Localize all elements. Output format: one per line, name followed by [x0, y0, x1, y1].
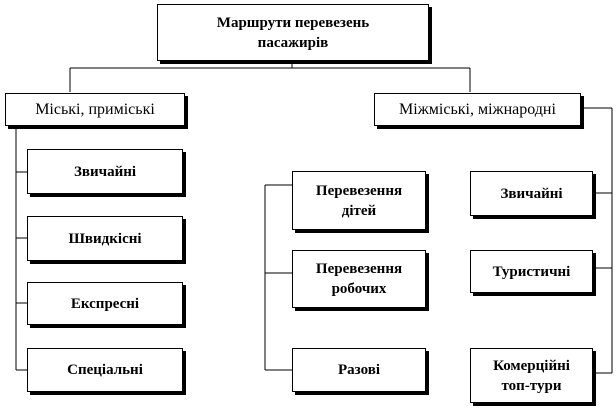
left-item-label: Швидкісні	[68, 230, 142, 247]
middle-item-label: Перевезення робочих	[315, 261, 403, 297]
root-box: Маршрути перевезень пасажирів	[157, 4, 429, 61]
middle-item-box: Перевезення дітей	[292, 171, 426, 230]
right-item-box: Комерційні топ-тури	[470, 348, 593, 403]
middle-item-label: Перевезення дітей	[315, 182, 403, 219]
left-item-box: Експресні	[27, 282, 183, 325]
left-item-label: Звичайні	[73, 163, 137, 180]
left-item-box: Спеціальні	[27, 348, 183, 392]
right-item-label: Комерційні топ-тури	[493, 357, 570, 394]
right-group-box: Міжміські, міжнародні	[374, 93, 581, 126]
left-item-box: Швидкісні	[27, 216, 183, 261]
middle-item-label: Разові	[338, 362, 380, 378]
right-item-label: Звичайні	[500, 185, 563, 202]
right-item-label: Туристичні	[492, 263, 571, 280]
left-item-box: Звичайні	[27, 149, 183, 194]
left-group-box: Міські, приміські	[5, 93, 185, 126]
middle-item-box: Перевезення робочих	[292, 250, 426, 308]
left-group-label: Міські, приміські	[35, 100, 155, 118]
right-item-box: Звичайні	[470, 171, 593, 216]
middle-item-box: Разові	[292, 348, 426, 392]
root-label: Маршрути перевезень пасажирів	[216, 14, 370, 51]
left-item-label: Експресні	[70, 295, 140, 312]
right-group-label: Міжміські, міжнародні	[399, 100, 556, 118]
left-item-label: Спеціальні	[67, 362, 143, 378]
right-item-box: Туристичні	[470, 250, 593, 293]
